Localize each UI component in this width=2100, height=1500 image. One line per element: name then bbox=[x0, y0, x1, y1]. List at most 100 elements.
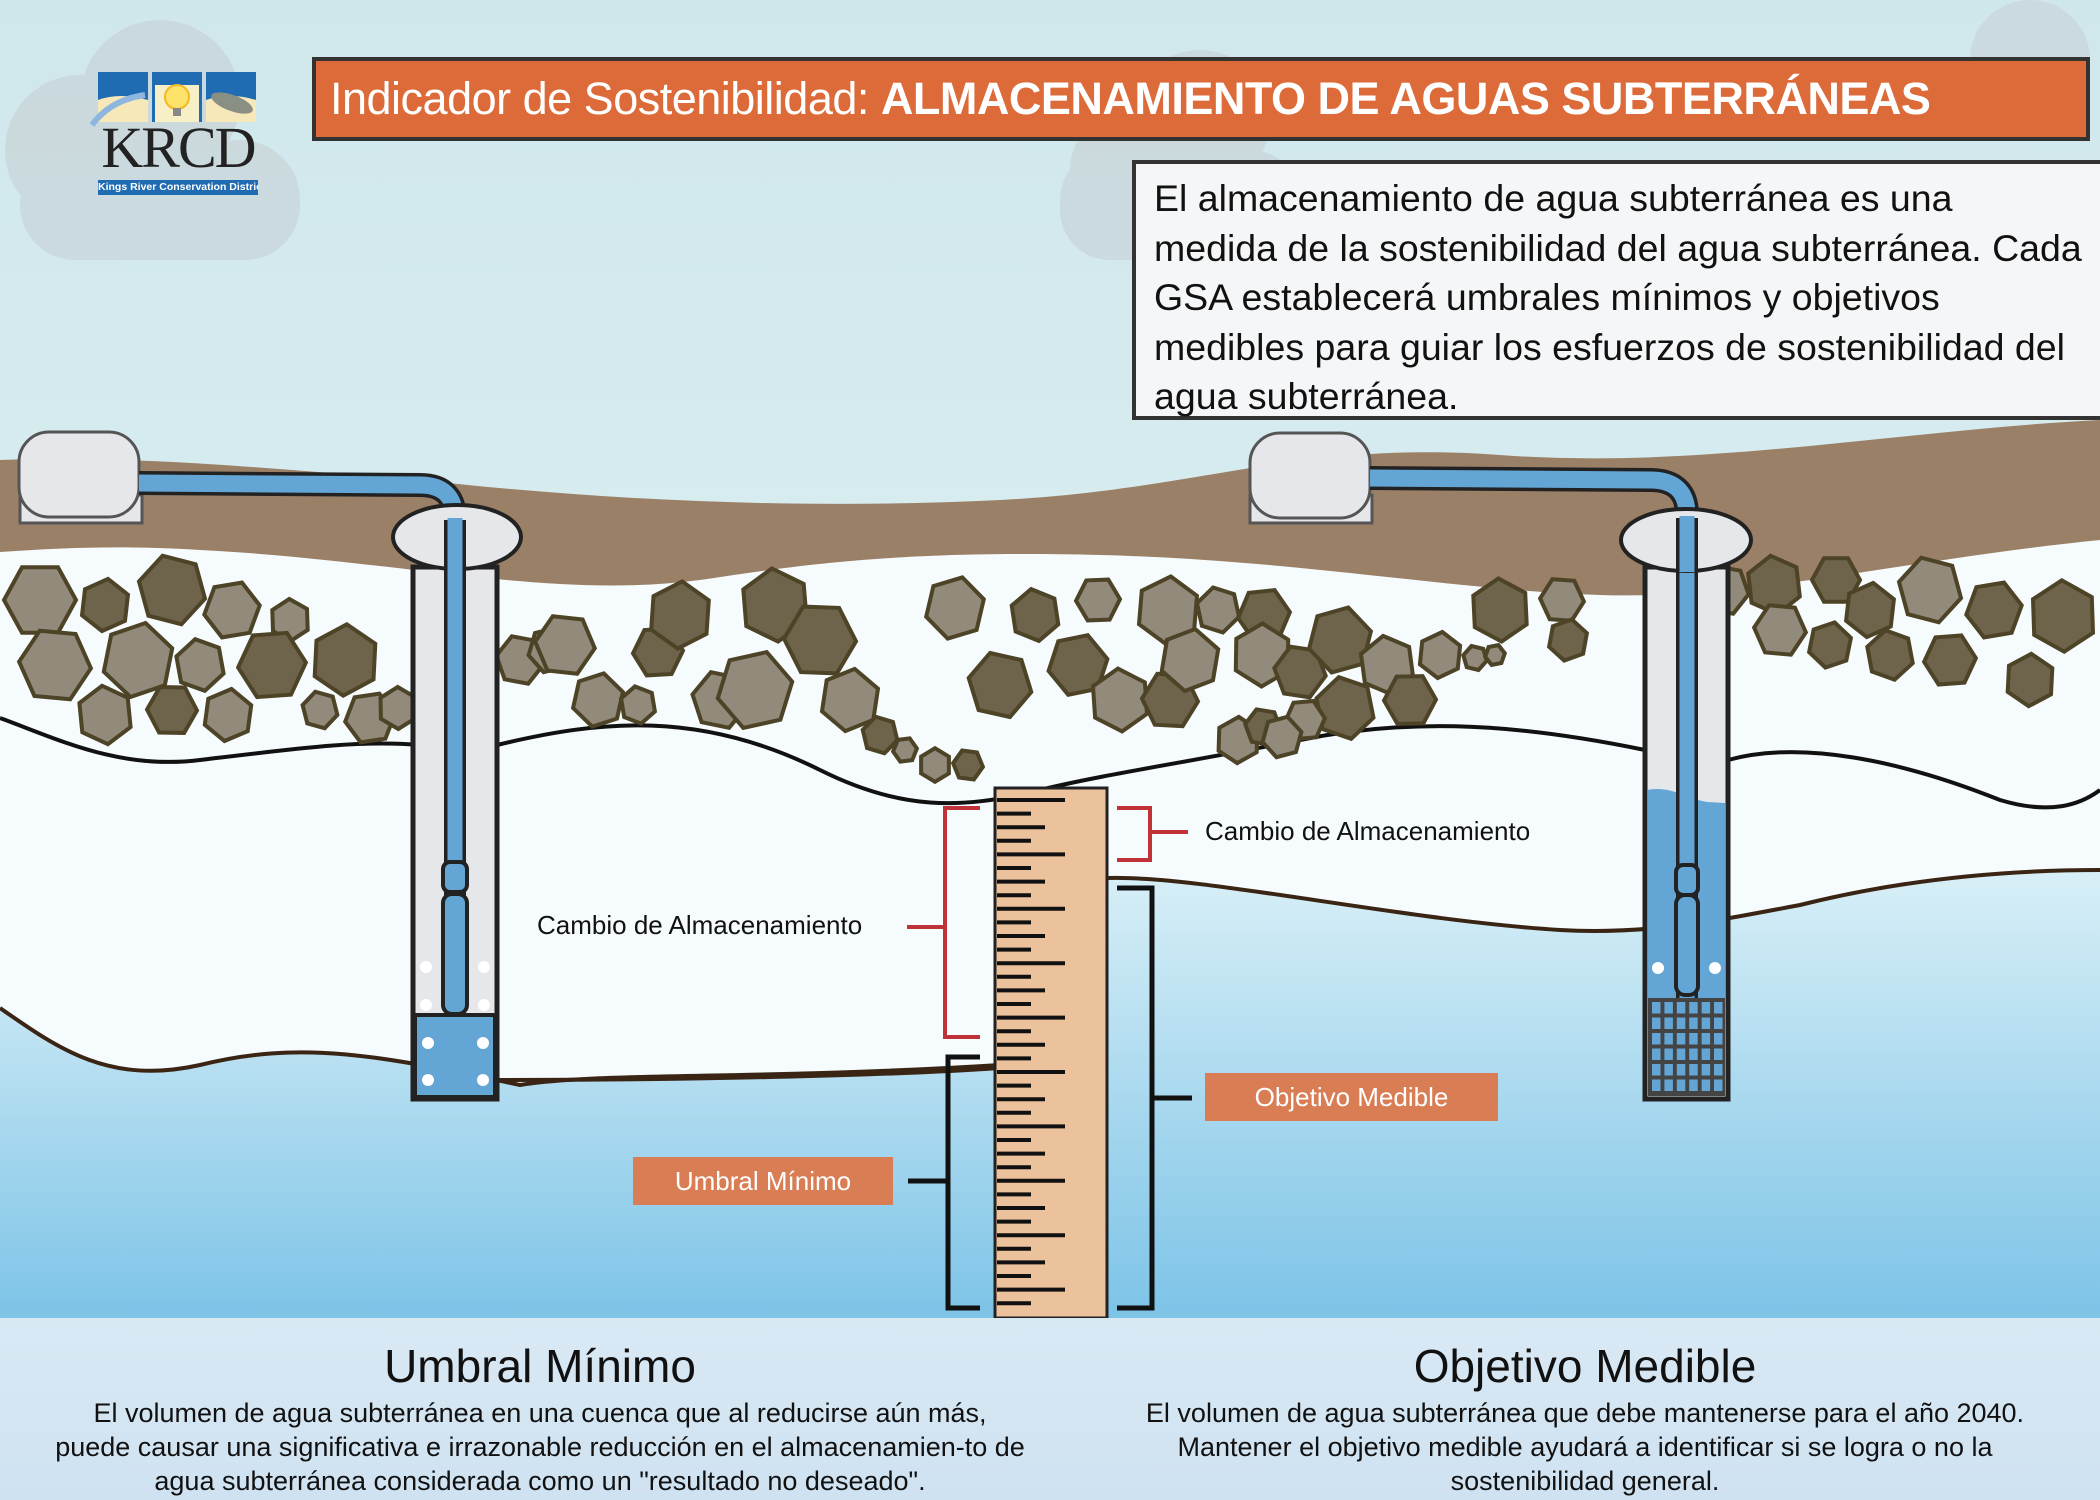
rock bbox=[1073, 577, 1123, 623]
rock bbox=[77, 683, 133, 747]
rock bbox=[860, 714, 900, 756]
screen-slot bbox=[1652, 1079, 1661, 1091]
minimum-threshold-body: El volumen de agua subterránea en una cu… bbox=[55, 1398, 1025, 1496]
rock bbox=[79, 576, 131, 634]
title-banner: Indicador de Sostenibilidad: ALMACENAMIE… bbox=[312, 57, 2090, 141]
screen-slot bbox=[1664, 1033, 1673, 1045]
rock bbox=[1843, 580, 1897, 640]
gravel-rocks bbox=[1, 553, 2096, 785]
storage-change-bracket-right bbox=[1117, 806, 1188, 862]
rock bbox=[1751, 603, 1809, 657]
right-pressure-tank bbox=[1248, 431, 1372, 520]
minimum-threshold-bracket bbox=[908, 1054, 980, 1311]
rock bbox=[1964, 580, 2024, 640]
rock bbox=[570, 671, 626, 729]
water-table-high-fill bbox=[1107, 870, 2100, 1320]
rock bbox=[1381, 674, 1439, 726]
screen-slot bbox=[1652, 1048, 1661, 1060]
rock bbox=[924, 575, 986, 641]
measurable-objective-heading: Objetivo Medible bbox=[1413, 1340, 1757, 1392]
rock bbox=[312, 621, 378, 699]
title-main: ALMACENAMIENTO DE AGUAS SUBTERRÁNEAS bbox=[880, 73, 1931, 124]
screen-slot bbox=[1714, 1033, 1723, 1045]
minimum-threshold-heading: Umbral Mínimo bbox=[384, 1340, 696, 1392]
rock bbox=[1806, 620, 1854, 670]
rock bbox=[136, 553, 208, 627]
rock bbox=[1090, 666, 1150, 734]
screen-slot bbox=[1689, 1064, 1698, 1076]
rock bbox=[101, 620, 175, 700]
rock bbox=[202, 580, 262, 640]
screen-slot bbox=[1714, 1064, 1723, 1076]
rock bbox=[300, 689, 340, 731]
rock bbox=[202, 686, 254, 744]
rock bbox=[1046, 633, 1110, 697]
screen-slot bbox=[1652, 1017, 1661, 1029]
left-pump-motor bbox=[441, 892, 469, 1016]
right-pump-coupling bbox=[1674, 863, 1700, 897]
rock bbox=[950, 748, 986, 782]
screen-slot bbox=[1676, 1033, 1686, 1045]
measurable-objective-tag: Objetivo Medible bbox=[1205, 1073, 1498, 1121]
rock bbox=[1482, 642, 1508, 668]
screen-slot bbox=[1701, 1064, 1711, 1076]
rock bbox=[649, 579, 711, 651]
minimum-threshold-tag: Umbral Mínimo bbox=[633, 1157, 893, 1205]
screen-slot bbox=[1701, 1017, 1711, 1029]
screen-slot bbox=[1664, 1079, 1673, 1091]
rock bbox=[2030, 577, 2096, 655]
screen-slot bbox=[1652, 1064, 1661, 1076]
rock bbox=[966, 650, 1034, 720]
right-pump-motor bbox=[1674, 893, 1700, 997]
rock bbox=[1306, 605, 1374, 675]
rock bbox=[532, 614, 598, 676]
rock bbox=[919, 745, 951, 785]
screen-slot bbox=[1689, 1048, 1698, 1060]
rock bbox=[1417, 629, 1463, 681]
rock bbox=[144, 684, 200, 736]
rock bbox=[1260, 714, 1304, 760]
rock bbox=[235, 630, 309, 700]
screen-slot bbox=[1689, 1002, 1698, 1014]
screen-slot bbox=[1676, 1017, 1686, 1029]
rock bbox=[174, 636, 226, 694]
screen-slot bbox=[1664, 1002, 1673, 1014]
definitions-panel: Umbral Mínimo El volumen de agua subterr… bbox=[0, 1318, 2100, 1500]
measurable-objective-body: El volumen de agua subterránea que debe … bbox=[1145, 1398, 2025, 1496]
rock bbox=[1865, 628, 1915, 682]
soil-layer bbox=[0, 420, 2100, 596]
measurable-objective-bracket bbox=[1117, 885, 1192, 1311]
screen-slot bbox=[1701, 1002, 1711, 1014]
screen-slot bbox=[1676, 1048, 1686, 1060]
right-well bbox=[1248, 431, 1753, 1102]
rock bbox=[2005, 651, 2055, 709]
rock bbox=[1, 565, 79, 635]
screen-slot bbox=[1714, 1002, 1723, 1014]
screen-slot bbox=[1676, 1079, 1686, 1091]
rock bbox=[1194, 585, 1242, 635]
minimum-threshold-definition: Umbral Mínimo El volumen de agua subterr… bbox=[55, 1318, 1025, 1498]
rock bbox=[890, 736, 920, 764]
description-box: El almacenamiento de agua subterránea es… bbox=[1132, 160, 2100, 420]
screen-slot bbox=[1652, 1002, 1661, 1014]
rock bbox=[1896, 555, 1964, 625]
right-well-screen bbox=[1648, 998, 1725, 1096]
screen-slot bbox=[1701, 1079, 1711, 1091]
left-pump-coupling bbox=[441, 860, 469, 894]
screen-slot bbox=[1714, 1017, 1723, 1029]
screen-slot bbox=[1701, 1033, 1711, 1045]
rock bbox=[1471, 576, 1529, 644]
screen-slot bbox=[1701, 1048, 1711, 1060]
rock bbox=[16, 628, 94, 702]
rock bbox=[618, 684, 658, 726]
screen-slot bbox=[1652, 1033, 1661, 1045]
rock bbox=[781, 604, 859, 676]
rock bbox=[1461, 643, 1489, 673]
water-table-low-right bbox=[496, 1066, 1001, 1082]
storage-change-bracket-left bbox=[907, 806, 980, 1039]
rock bbox=[1546, 617, 1590, 663]
rock bbox=[1537, 577, 1587, 623]
rock bbox=[1009, 586, 1061, 644]
screen-slot bbox=[1689, 1017, 1698, 1029]
rock bbox=[715, 649, 795, 731]
